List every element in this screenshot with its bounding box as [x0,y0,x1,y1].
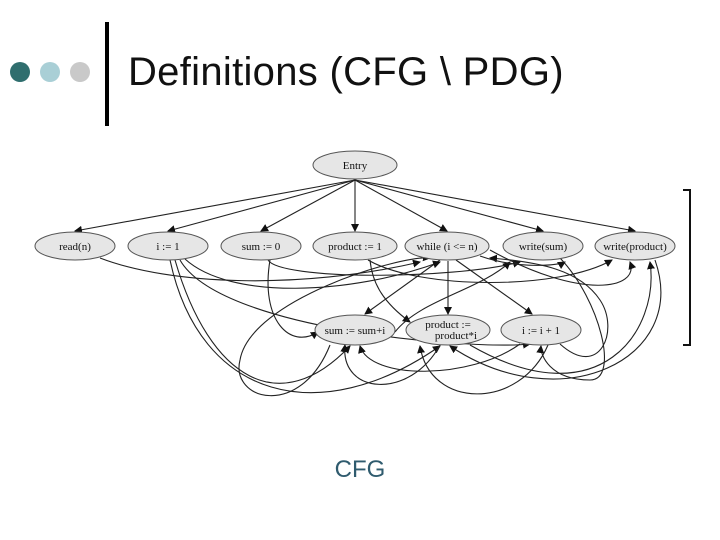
edge-sum0-to-wsum [267,259,521,276]
node-wsum: write(sum) [502,231,584,261]
edge-sumadd-to-while [238,253,431,397]
slide-title: Definitions (CFG \ PDG) [128,50,564,94]
node-ellipse-prodmul [405,314,491,346]
edge-prod1-to-prodmul [369,259,411,323]
node-wprod: write(product) [594,231,676,261]
node-ellipse-while [404,231,490,261]
node-ellipse-i1 [127,231,209,261]
edge-inc-to-prodmul [417,344,549,395]
node-while: while (i <= n) [404,231,490,261]
node-ellipse-read [34,231,116,261]
edge-entry-to-i1 [167,179,356,234]
edge-sum0-to-sumadd [267,259,319,340]
edge-prodmul-to-wprod [469,261,655,374]
bullet-dot-light-blue [40,62,60,82]
right-bracket [683,189,691,346]
node-label-sum0: sum := 0 [242,241,281,253]
edge-entry-to-wprod [354,179,636,234]
node-ellipse-entry [312,150,398,180]
node-label-wsum: write(sum) [519,241,568,253]
node-ellipse-sumadd [314,314,396,346]
node-entry: Entry [312,150,398,180]
node-label-wprod: write(product) [603,241,667,253]
edge-layer [74,179,662,397]
node-prodmul: product :=product*i [405,314,491,346]
edge-while-to-wprod-loop [489,249,637,286]
edge-prod1-to-wprod [367,259,613,283]
edge-entry-to-read [74,179,356,234]
bullet-dot-gray [70,62,90,82]
edge-while-to-sumadd [364,259,441,315]
bullet-dot-dark [10,62,30,82]
edge-i1-to-while [184,258,441,289]
edge-entry-to-sum0 [260,179,356,232]
edge-i1-to-prodmul [169,259,441,394]
node-label-sumadd: sum := sum+i [325,325,386,337]
node-ellipse-prod1 [312,231,398,261]
edge-prodmul-to-sumadd [340,344,441,385]
node-label-prodmul: product :=product*i [425,319,477,342]
edge-inc-to-while [489,254,609,358]
diagram-caption: CFG [334,456,386,483]
node-label-read: read(n) [59,241,91,253]
title-divider-bar [105,22,109,126]
edge-wsum-to-inc [536,257,605,381]
edge-while-to-wsum-loop [479,255,566,270]
edge-i1-to-sumadd [174,259,351,384]
edge-entry-to-wsum [354,179,544,234]
edge-entry-to-while [354,179,448,232]
node-ellipse-sum0 [220,231,302,261]
edge-sumadd-to-wsum [394,261,511,333]
node-label-while: while (i <= n) [417,241,478,253]
node-label-prod1: product := 1 [328,241,382,253]
node-layer: Entry read(n) i := 1 sum := 0 product := 1 wh… [34,150,676,346]
node-ellipse-inc [500,314,582,346]
edge-inc-to-sumadd [358,343,521,372]
node-label-inc: i := i + 1 [522,325,560,337]
node-label-entry: Entry [343,160,368,172]
node-prod1: product := 1 [312,231,398,261]
node-sumadd: sum := sum+i [314,314,396,346]
node-ellipse-wsum [502,231,584,261]
edge-while-to-inc [455,259,533,315]
node-i1: i := 1 [127,231,209,261]
node-ellipse-wprod [594,231,676,261]
node-label-i1: i := 1 [156,241,179,253]
edge-wprod-to-prodmul [449,259,662,380]
node-inc: i := i + 1 [500,314,582,346]
node-read: read(n) [34,231,116,261]
node-sum0: sum := 0 [220,231,302,261]
